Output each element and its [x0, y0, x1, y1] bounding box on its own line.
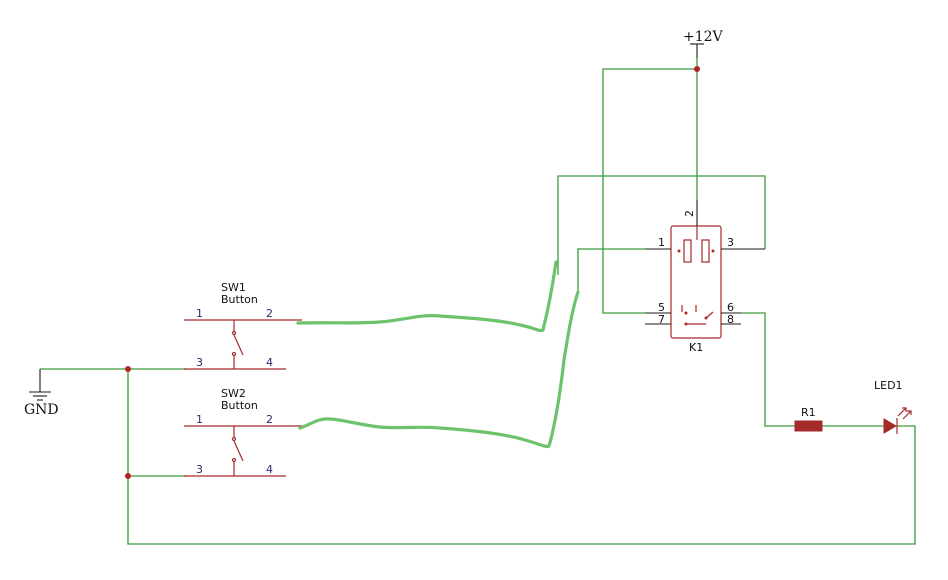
resistor-ref: R1 — [801, 406, 816, 419]
sw2-value: Button — [221, 399, 258, 412]
sw1-pin-3: 3 — [196, 356, 203, 369]
led1: LED1 — [874, 379, 912, 434]
relay-k1: 2 1 3 5 7 6 8 K1 — [645, 200, 765, 354]
relay-pin-1: 1 — [658, 236, 665, 249]
net-wires — [40, 58, 916, 545]
junction-gnd-2 — [125, 473, 131, 479]
vcc-label: +12V — [683, 29, 724, 45]
relay-ref: K1 — [689, 341, 703, 354]
relay-pin-5: 5 — [658, 301, 665, 314]
sw2-pin-1: 1 — [196, 413, 203, 426]
sw1-value: Button — [221, 293, 258, 306]
gnd-symbol: GND — [24, 369, 59, 418]
resistor-r1: R1 — [794, 406, 823, 432]
sw2-component: SW2 Button 1 2 3 4 — [184, 387, 302, 477]
sw1-pin-2: 2 — [266, 307, 273, 320]
relay-pin-6: 6 — [727, 301, 734, 314]
sw2-ref: SW2 — [221, 387, 246, 400]
gnd-label: GND — [24, 402, 59, 418]
sw1-pin-4: 4 — [266, 356, 273, 369]
sw1-component: SW1 Button 1 2 3 4 — [184, 281, 302, 370]
relay-pin-3: 3 — [727, 236, 734, 249]
led-ref: LED1 — [874, 379, 903, 392]
sw2-pin-3: 3 — [196, 463, 203, 476]
sw1-pin-1: 1 — [196, 307, 203, 320]
handdrawn-wire-sw1 — [296, 260, 558, 333]
sw2-pin-2: 2 — [266, 413, 273, 426]
relay-pin-2: 2 — [683, 210, 696, 217]
junction-gnd-1 — [125, 366, 131, 372]
junction-vcc — [694, 66, 700, 72]
sw1-ref: SW1 — [221, 281, 246, 294]
handdrawn-wire-sw2 — [298, 290, 580, 449]
relay-pin-8: 8 — [727, 313, 734, 326]
sw2-pin-4: 4 — [266, 463, 273, 476]
relay-pin-7: 7 — [658, 313, 665, 326]
vcc-symbol: +12V — [683, 29, 724, 58]
